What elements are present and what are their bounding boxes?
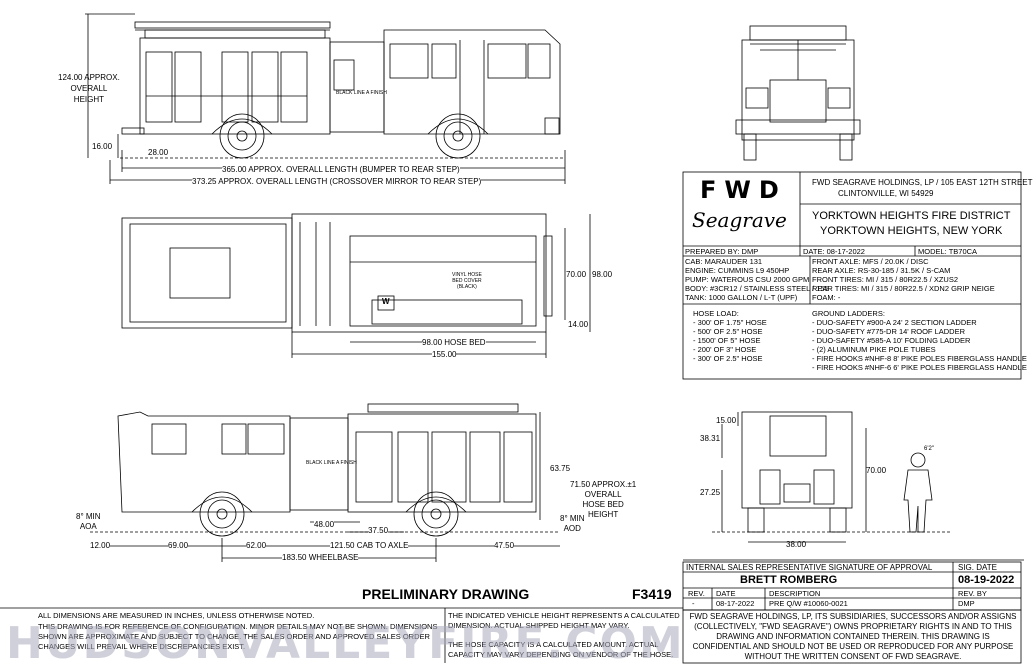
dim-38-31: 38.31 — [700, 434, 721, 443]
finish-label-bottom: BLACK LINE A FINISH — [306, 460, 357, 466]
hose-load-list: - 300' OF 1.75" HOSE - 500' OF 2.5" HOSE… — [693, 318, 767, 363]
hose-load-title: HOSE LOAD: — [693, 309, 739, 318]
note-dimensions: ALL DIMENSIONS ARE MEASURED IN INCHES, U… — [38, 611, 315, 620]
figure-height-label: 6'2" — [924, 446, 934, 452]
spec-pump: PUMP: WATEROUS CSU 2000 GPM — [685, 275, 810, 284]
prepared-by: PREPARED BY: DMP — [685, 247, 759, 256]
dim-15: 15.00 — [716, 416, 737, 425]
ground-ladder-item: - (2) ALUMINUM PIKE POLE TUBES — [812, 345, 936, 354]
customer-line1: YORKTOWN HEIGHTS FIRE DISTRICT — [812, 210, 1011, 222]
spec-front-axle: FRONT AXLE: MFS / 20.0K / DISC — [812, 257, 929, 266]
spec-body: BODY: #3CR12 / STAINLESS STEEL / 155 — [685, 284, 829, 293]
rev-date-header: DATE — [716, 589, 736, 598]
watermark-text: HUDSONVALLEYFIRE.COM — [6, 618, 685, 669]
ground-ladder-item: - FIRE HOOKS #NHF-6 6' PIKE POLES FIBERG… — [812, 363, 1027, 372]
hose-load-item: - 300' OF 2.5" HOSE — [693, 354, 763, 363]
rev-desc-value: PRE Q/W #10060-0021 — [769, 599, 848, 608]
dim-47-50: 47.50 — [494, 541, 515, 550]
spec-cab: CAB: MARAUDER 131 — [685, 257, 763, 266]
spec-rear-axle: REAR AXLE: RS-30-185 / 31.5K / S-CAM — [812, 266, 951, 275]
overall-length-dim: 365.00 APPROX. OVERALL LENGTH (BUMPER TO… — [222, 165, 460, 174]
drawing-number: F3419 — [632, 586, 672, 602]
side-view-bottom — [90, 403, 560, 562]
dim-48: 48.00 — [314, 520, 335, 529]
rev-desc-header: DESCRIPTION — [769, 589, 821, 598]
dim-16: 16.00 — [92, 142, 113, 151]
rev-value: - — [692, 599, 695, 608]
overall-height-dim: 124.00 APPROX. OVERALL HEIGHT — [58, 73, 120, 104]
dim-70-rear: 70.00 — [866, 466, 887, 475]
dim-12: 12.00 — [90, 541, 111, 550]
front-view — [735, 25, 861, 161]
company-address-line1: FWD SEAGRAVE HOLDINGS, LP / 105 EAST 12T… — [812, 178, 1033, 187]
ground-ladder-item: - DUO-SAFETY #900-A 24' 2 SECTION LADDER — [812, 318, 977, 327]
hose-bed-dim: 98.00 HOSE BED — [422, 338, 486, 347]
vinyl-cover-label: VINYL HOSE BED COVER (BLACK) — [452, 272, 482, 290]
spec-rear-tires: REAR TIRES: MI / 315 / 80R22.5 / XDN2 GR… — [812, 284, 995, 293]
hose-load-item: - 300' OF 1.75" HOSE — [693, 318, 767, 327]
rev-date-value: 08-17-2022 — [716, 599, 755, 608]
dim-62: 62.00 — [246, 541, 267, 550]
dim-69: 69.00 — [168, 541, 189, 550]
model: MODEL: TB70CA — [918, 247, 978, 256]
note-capacity: THE HOSE CAPACITY IS A CALCULATED AMOUNT… — [448, 640, 674, 659]
dim-37-50: 37.50 — [368, 526, 389, 535]
fwd-logo: FWD — [700, 176, 787, 204]
spec-front-tires: FRONT TIRES: MI / 315 / 80R22.5 / XZUS2 — [812, 275, 959, 284]
hose-bed-height-dim: 71.50 APPROX.±1 OVERALL HOSE BED HEIGHT — [570, 480, 637, 519]
note-reference: THIS DRAWING IS FOR REFERENCE OF CONFIGU… — [38, 622, 438, 651]
dim-14: 14.00 — [568, 320, 589, 329]
sig-date: 08-19-2022 — [958, 574, 1015, 586]
finish-label-top: BLACK LINE A FINISH — [336, 90, 387, 96]
spec-foam: FOAM: - — [812, 293, 841, 302]
dim-98: 98.00 — [592, 270, 613, 279]
rear-view — [712, 411, 950, 543]
cab-to-axle-dim: 121.50 CAB TO AXLE — [330, 541, 409, 550]
dim-28: 28.00 — [148, 148, 169, 157]
prepared-date: DATE: 08-17-2022 — [803, 247, 865, 256]
signature-header: INTERNAL SALES REPRESENTATIVE SIGNATURE … — [686, 563, 933, 572]
signer-name: BRETT ROMBERG — [740, 574, 838, 586]
ground-ladder-item: - DUO-SAFETY #585-A 10' FOLDING LADDER — [812, 336, 971, 345]
spec-engine: ENGINE: CUMMINS L9 450HP — [685, 266, 790, 275]
ground-ladder-item: - DUO-SAFETY #775-DR 14' ROOF LADDER — [812, 327, 965, 336]
side-view-top — [85, 13, 566, 184]
hose-load-item: - 1500' OF 5" HOSE — [693, 336, 761, 345]
dim-38: 38.00 — [786, 540, 807, 549]
rev-by-value: DMP — [958, 599, 975, 608]
preliminary-drawing-label: PRELIMINARY DRAWING — [362, 586, 530, 602]
dim-63-75: 63.75 — [550, 464, 571, 473]
dim-70: 70.00 — [566, 270, 587, 279]
hose-load-item: - 200' OF 3" HOSE — [693, 345, 757, 354]
aoa-dim: 8° MIN AOA — [76, 512, 101, 531]
spec-tank: TANK: 1000 GALLON / L-T (UPF) — [685, 293, 798, 302]
sig-date-header: SIG. DATE — [958, 563, 997, 572]
w-mark: W — [382, 297, 390, 306]
customer-line2: YORKTOWN HEIGHTS, NEW YORK — [820, 225, 1003, 237]
aod-dim: 8° MIN AOD — [560, 514, 585, 533]
dim-27-25: 27.25 — [700, 488, 721, 497]
note-height: THE INDICATED VEHICLE HEIGHT REPRESENTS … — [448, 611, 680, 630]
ground-ladders-title: GROUND LADDERS: — [812, 309, 885, 318]
ground-ladder-item: - FIRE HOOKS #NHF-8 8' PIKE POLES FIBERG… — [812, 354, 1027, 363]
wheelbase-dim: 183.50 WHEELBASE — [282, 553, 359, 562]
plan-view — [121, 213, 591, 358]
company-address-line2: CLINTONVILLE, WI 54929 — [838, 189, 934, 198]
dim-155: 155.00 — [432, 350, 457, 359]
proprietary-notice: FWD SEAGRAVE HOLDINGS, LP, ITS SUBSIDIAR… — [689, 612, 1017, 661]
ground-ladders-list: - DUO-SAFETY #900-A 24' 2 SECTION LADDER… — [812, 318, 1027, 372]
overall-length-mirror-dim: 373.25 APPROX. OVERALL LENGTH (CROSSOVER… — [192, 177, 482, 186]
rev-by-header: REV. BY — [958, 589, 987, 598]
hose-load-item: - 500' OF 2.5" HOSE — [693, 327, 763, 336]
seagrave-logo: Seagrave — [692, 208, 787, 232]
rev-header: REV. — [688, 589, 705, 598]
